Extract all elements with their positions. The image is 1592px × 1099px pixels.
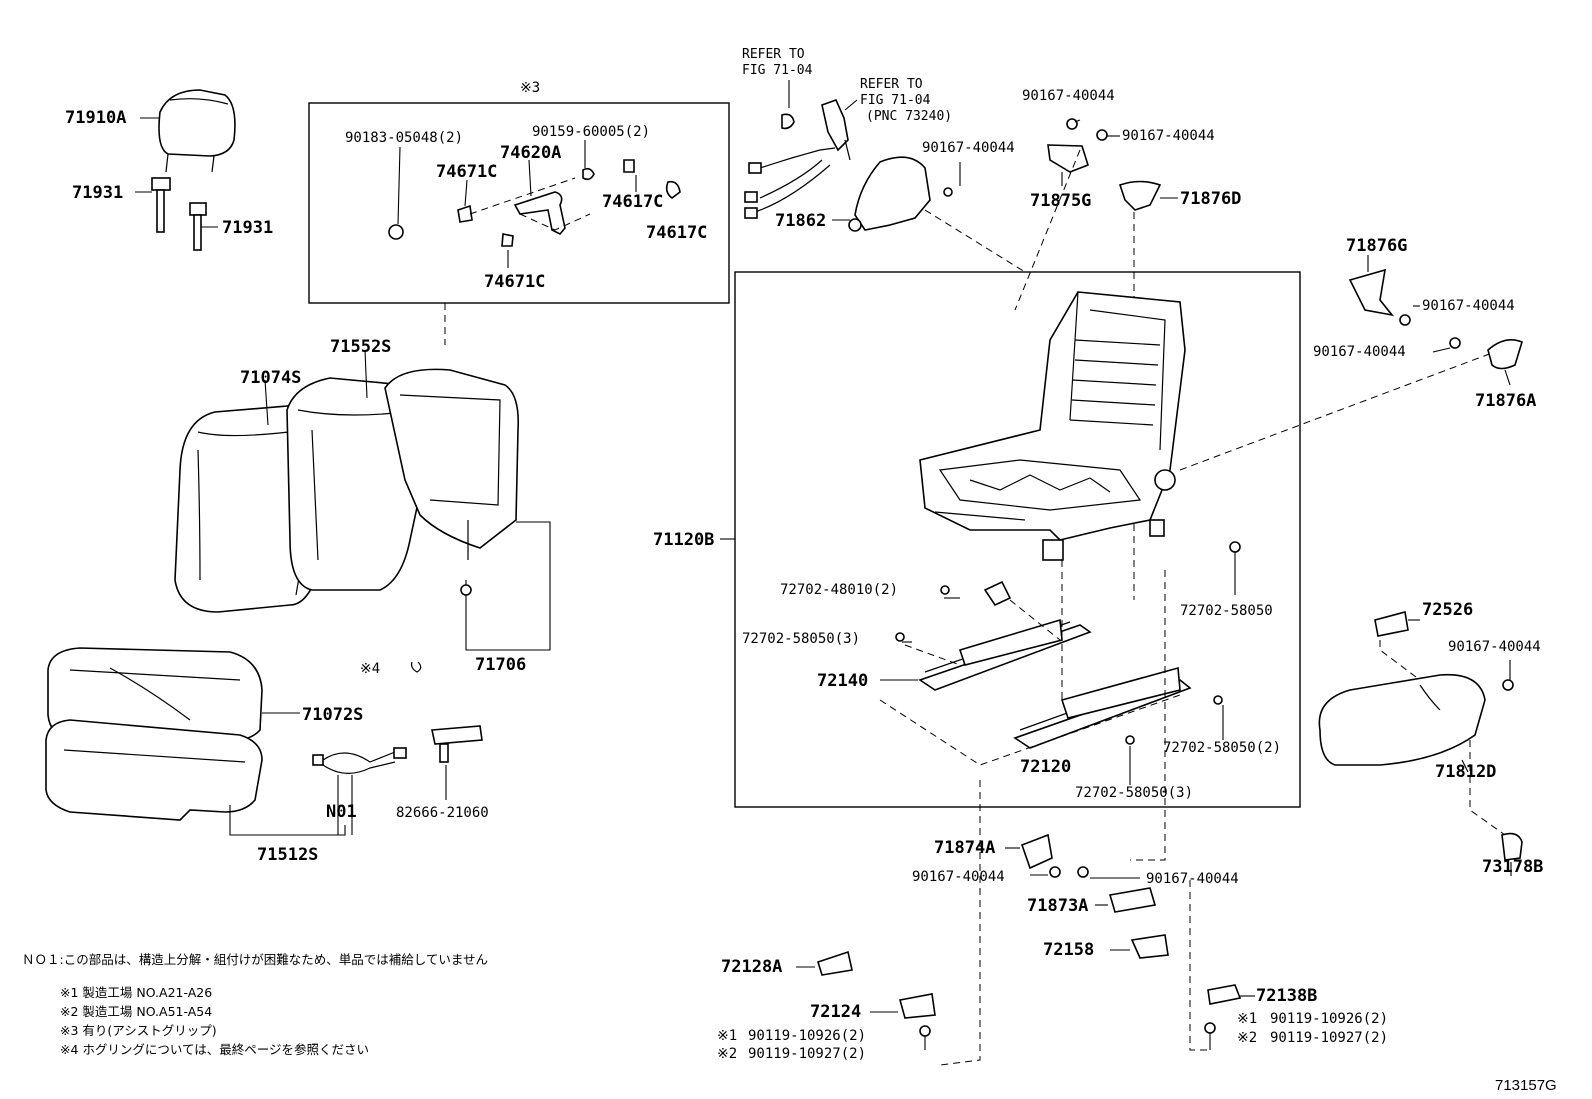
- part-label-71552S[interactable]: 71552S: [330, 337, 391, 357]
- part-label-90167-40044-shield-a[interactable]: 90167-40044: [1422, 298, 1515, 314]
- wire-harness-drawing: [312, 747, 407, 800]
- part-label-71072S[interactable]: 71072S: [302, 705, 363, 725]
- part-label-71875G[interactable]: 71875G: [1030, 191, 1091, 211]
- part-label-72702-58050-2[interactable]: 72702-58050(2): [1163, 740, 1281, 756]
- seat-track-inner-drawing: [895, 580, 1092, 691]
- figure-id: 713157G: [1495, 1077, 1557, 1094]
- part-label-74617C-b[interactable]: 74617C: [646, 223, 707, 243]
- part-label-72702-58050-3-lower[interactable]: 72702-58050(3): [1075, 785, 1193, 801]
- part-label-90167-40044-side[interactable]: 90167-40044: [1448, 639, 1541, 655]
- hog-ring-note-label: ※4: [360, 661, 380, 677]
- note-plant-1: ※1 製造工場 NO.A21-A26: [60, 985, 212, 1000]
- note-plant-2: ※2 製造工場 NO.A51-A54: [60, 1004, 212, 1019]
- part-label-90167-40044-lower-right[interactable]: 90167-40044: [1146, 871, 1239, 887]
- part-label-74671C-upper[interactable]: 74671C: [436, 162, 497, 182]
- part-label-72526[interactable]: 72526: [1422, 600, 1473, 620]
- note-hog-ring: ※4 ホグリングについては、最終ページを参照ください: [60, 1042, 369, 1057]
- shield-cover-side-drawing: [1318, 611, 1523, 861]
- cover-lower-front-drawing: [817, 950, 936, 1050]
- part-label-90119-10926-right[interactable]: 90119-10926(2): [1270, 1011, 1388, 1027]
- part-label-72158[interactable]: 72158: [1043, 940, 1094, 960]
- part-label-72124[interactable]: 72124: [810, 1002, 861, 1022]
- part-label-72138B[interactable]: 72138B: [1256, 986, 1317, 1006]
- recliner-cover-drawing: [1118, 180, 1162, 211]
- part-label-71120B[interactable]: 71120B: [653, 530, 714, 550]
- part-label-90167-40044-right[interactable]: 90167-40044: [1122, 128, 1215, 144]
- part-label-71910A[interactable]: 71910A: [65, 108, 126, 128]
- part-label-73178B[interactable]: 73178B: [1482, 857, 1543, 877]
- refer-label-b-line1: REFER TO: [860, 77, 923, 92]
- part-label-74620A[interactable]: 74620A: [500, 143, 561, 163]
- recliner-cover-inner-drawing: [848, 156, 953, 232]
- headrest-drawing: [158, 89, 236, 173]
- seatback-frame-drawing: [384, 368, 520, 612]
- part-label-71862[interactable]: 71862: [775, 211, 826, 231]
- assist-grip-group-label: ※3: [520, 80, 540, 96]
- part-label-71512S[interactable]: 71512S: [257, 845, 318, 865]
- refer-label-a-line2: FIG 71-04: [742, 63, 813, 78]
- part-label-71873A[interactable]: 71873A: [1027, 896, 1088, 916]
- seat-frame-group-box: [734, 271, 1301, 808]
- part-label-71706[interactable]: 71706: [475, 655, 526, 675]
- shield-cover-lower-drawing: [1449, 337, 1523, 370]
- part-label-90119-10927-right[interactable]: 90119-10927(2): [1270, 1030, 1388, 1046]
- shield-cover-upper-drawing: [1348, 268, 1411, 326]
- note-no1: ＮＯ１:この部品は、構造上分解・組付けが困難なため、単品では補給していません: [22, 952, 488, 967]
- seat-frame-drawing: [919, 291, 1186, 561]
- note-assist-grip: ※3 有り(アシストグリップ): [60, 1023, 217, 1038]
- part-label-72120[interactable]: 72120: [1020, 757, 1071, 777]
- part-label-90183-05048[interactable]: 90183-05048(2): [345, 130, 463, 146]
- part-label-90119-10926-left[interactable]: 90119-10926(2): [748, 1028, 866, 1044]
- cover-lower-center-drawing: [1020, 833, 1169, 959]
- refer-label-a-line1: REFER TO: [742, 47, 805, 62]
- cover-lower-rear-drawing: [1204, 984, 1242, 1050]
- recliner-cover-outer-drawing: [1047, 118, 1108, 173]
- part-label-90167-40044-lower-left[interactable]: 90167-40044: [912, 869, 1005, 885]
- seat-track-outer-drawing: [1013, 666, 1223, 749]
- refer-label-b-line3: (PNC 73240): [866, 109, 952, 124]
- seatbelt-drawing: [744, 98, 851, 219]
- plant-mark-2-left: ※2: [717, 1046, 737, 1062]
- part-label-72702-48010[interactable]: 72702-48010(2): [780, 582, 898, 598]
- part-label-71812D[interactable]: 71812D: [1435, 762, 1496, 782]
- headrest-support-drawing: [151, 177, 207, 251]
- part-label-71931-b[interactable]: 71931: [222, 218, 273, 238]
- part-label-71876A[interactable]: 71876A: [1475, 391, 1536, 411]
- assist-grip-drawing: [388, 159, 681, 247]
- part-label-72702-58050[interactable]: 72702-58050: [1180, 603, 1273, 619]
- part-label-82666-21060[interactable]: 82666-21060: [396, 805, 489, 821]
- part-label-90167-40044-shield-b[interactable]: 90167-40044: [1313, 344, 1406, 360]
- part-label-90159-60005[interactable]: 90159-60005(2): [532, 124, 650, 140]
- part-label-N01[interactable]: N01: [326, 802, 357, 822]
- part-label-72702-58050-3-upper[interactable]: 72702-58050(3): [742, 631, 860, 647]
- part-label-90167-40044-top[interactable]: 90167-40044: [1022, 88, 1115, 104]
- part-label-90119-10927-left[interactable]: 90119-10927(2): [748, 1046, 866, 1062]
- part-label-71874A[interactable]: 71874A: [934, 838, 995, 858]
- part-label-90167-40044-mid[interactable]: 90167-40044: [922, 140, 1015, 156]
- occupant-sensor-drawing: [431, 725, 483, 763]
- part-label-74617C-a[interactable]: 74617C: [602, 192, 663, 212]
- plant-mark-1-left: ※1: [717, 1028, 737, 1044]
- part-label-71876D[interactable]: 71876D: [1180, 189, 1241, 209]
- part-label-74671C-lower[interactable]: 74671C: [484, 272, 545, 292]
- plant-mark-1-right: ※1: [1237, 1011, 1257, 1027]
- seat-cushion-pad-drawing: [45, 719, 263, 821]
- part-label-71876G[interactable]: 71876G: [1346, 236, 1407, 256]
- part-label-72140[interactable]: 72140: [817, 671, 868, 691]
- plant-mark-2-right: ※2: [1237, 1030, 1257, 1046]
- part-label-71931-a[interactable]: 71931: [72, 183, 123, 203]
- assist-grip-group-box: [308, 102, 730, 304]
- part-label-72128A[interactable]: 72128A: [721, 957, 782, 977]
- refer-label-b-line2: FIG 71-04: [860, 93, 931, 108]
- part-label-71074S[interactable]: 71074S: [240, 368, 301, 388]
